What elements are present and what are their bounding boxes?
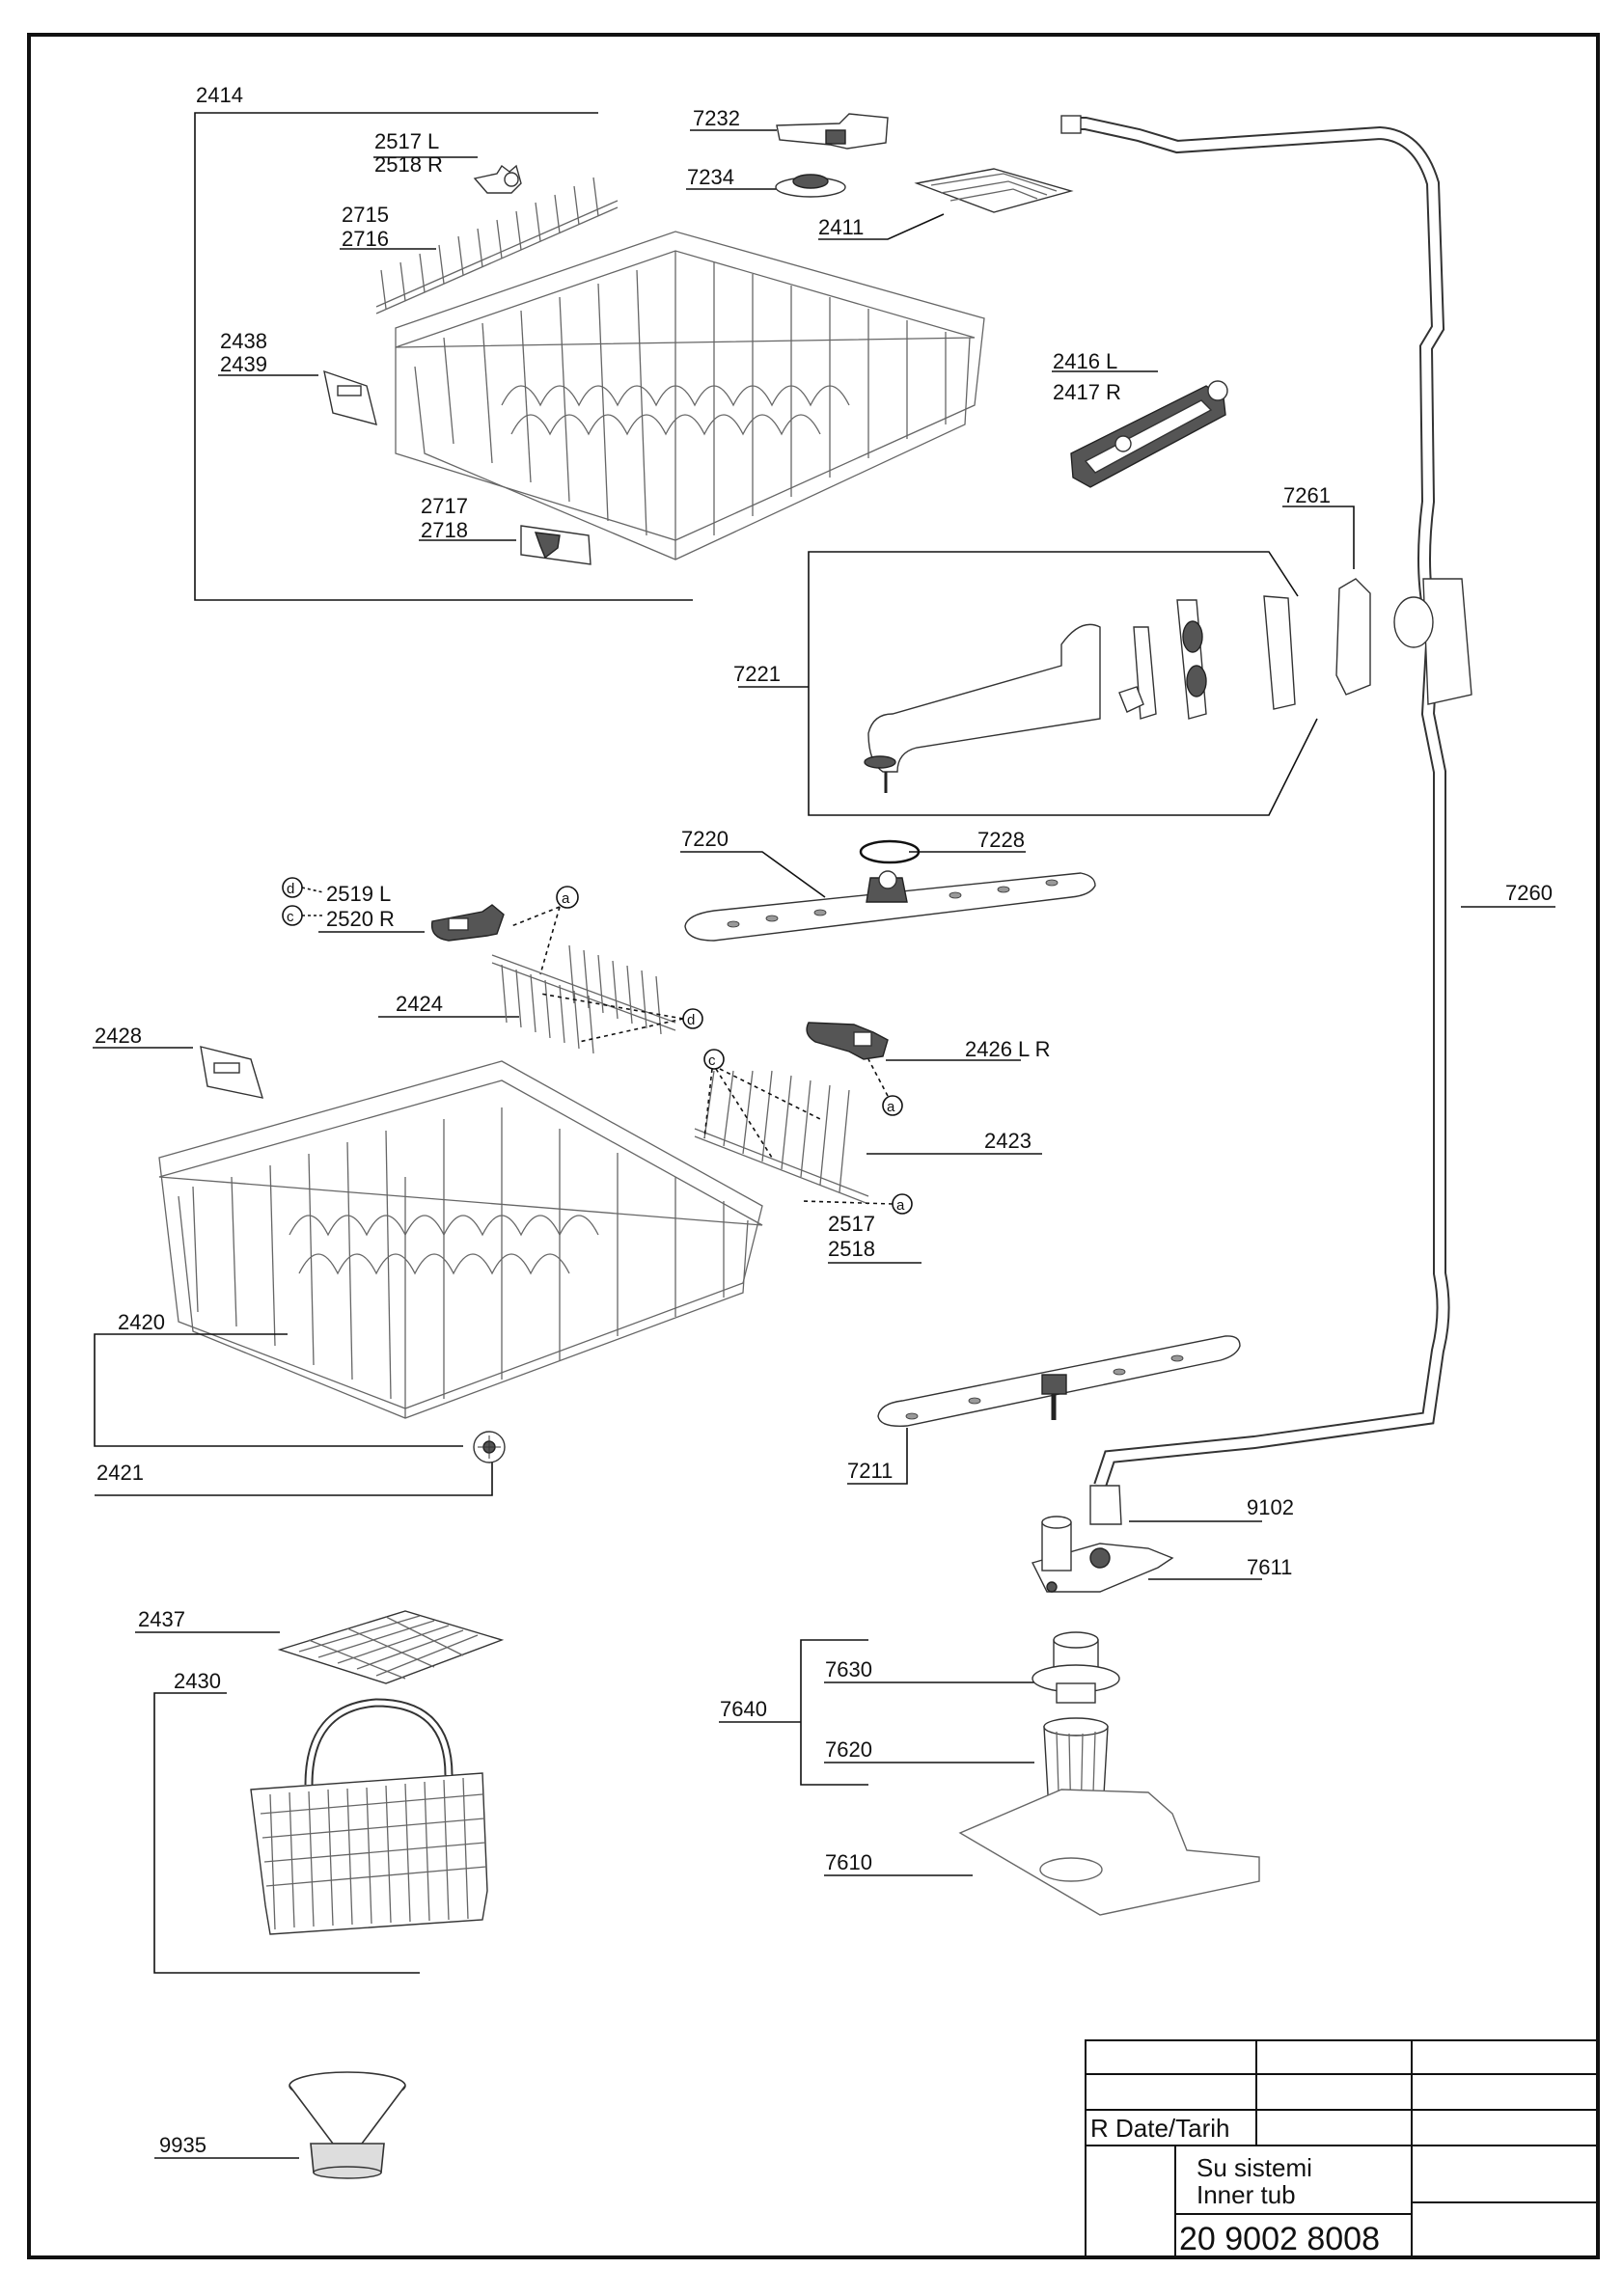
- label-2438: 2438: [220, 329, 267, 353]
- label-2426LR: 2426 L R: [965, 1037, 1050, 1061]
- tine-rack-icon: [375, 177, 619, 314]
- label-9935: 9935: [159, 2133, 206, 2157]
- label-7221: 7221: [733, 662, 781, 686]
- label-9102: 9102: [1247, 1495, 1294, 1519]
- filter-cap-icon: [1032, 1631, 1120, 1704]
- label-2439: 2439: [220, 352, 267, 376]
- label-2430: 2430: [174, 1669, 221, 1693]
- label-2411: 2411: [818, 215, 864, 239]
- label-2428: 2428: [95, 1024, 142, 1048]
- clip-icon: [473, 164, 522, 194]
- label-7228: 7228: [977, 828, 1025, 852]
- drawing-name-en: Inner tub: [1197, 2180, 1296, 2209]
- upper-spray-arm-icon: [684, 870, 1096, 942]
- label-7640: 7640: [720, 1697, 767, 1721]
- label-7611: 7611: [1247, 1555, 1292, 1579]
- revision-date-label: R Date/Tarih: [1090, 2114, 1230, 2143]
- lower-spray-arm-icon: [877, 1335, 1241, 1427]
- 7221-group: [738, 506, 1371, 816]
- marker-c-2: c: [708, 1052, 716, 1069]
- 7234-part-icon: [775, 174, 846, 198]
- label-2519L: 2519 L: [326, 882, 391, 906]
- drawing-number: 20 9002 8008: [1179, 2221, 1380, 2257]
- drawing-frame: [27, 33, 1600, 2259]
- label-7211: 7211: [847, 1459, 893, 1483]
- marker-a-3: a: [896, 1197, 905, 1214]
- filter-plate-icon: [958, 1789, 1260, 1916]
- label-2520R: 2520 R: [326, 907, 395, 931]
- rack-clip-icon: [430, 904, 505, 942]
- label-7232: 7232: [693, 106, 740, 130]
- upper-basket-icon: [395, 231, 985, 560]
- label-7234: 7234: [687, 165, 734, 189]
- label-2518R: 2518 R: [374, 152, 443, 177]
- upper-basket-group: [194, 112, 985, 601]
- main-water-pipe-icon: [1060, 115, 1472, 1489]
- 2428-handle-icon: [200, 1046, 264, 1099]
- cutlery-grid-icon: [277, 1610, 505, 1684]
- label-7610: 7610: [825, 1850, 872, 1874]
- label-2416L: 2416 L: [1053, 349, 1117, 373]
- label-2717: 2717: [421, 494, 468, 518]
- rail-adjuster-icon: [1070, 380, 1228, 488]
- label-2518: 2518: [828, 1237, 875, 1261]
- cutlery-basket-icon: [250, 1698, 488, 1935]
- rack-latch-icon: [520, 525, 591, 565]
- 2424-rack-icon: [491, 944, 676, 1054]
- label-2424: 2424: [396, 992, 443, 1016]
- marker-d-top: d: [287, 881, 294, 897]
- label-2517L: 2517 L: [374, 129, 439, 153]
- label-2517: 2517: [828, 1212, 875, 1236]
- label-2423: 2423: [984, 1129, 1032, 1153]
- label-2417R: 2417 R: [1053, 380, 1121, 404]
- label-2718: 2718: [421, 518, 468, 542]
- label-2715: 2715: [342, 203, 389, 227]
- part-labels: 2414 2517 L 2518 R 7232 7234 2411 2715 2…: [95, 83, 1553, 2157]
- label-7630: 7630: [825, 1657, 872, 1681]
- drawing-name-tr: Su sistemi: [1197, 2153, 1312, 2182]
- label-2716: 2716: [342, 227, 389, 251]
- o-ring-icon: [859, 839, 921, 864]
- tray-icon: [914, 168, 1074, 213]
- 2423-rack-icon: [694, 1070, 869, 1205]
- label-7261: 7261: [1283, 483, 1331, 507]
- label-2420: 2420: [118, 1310, 165, 1334]
- marker-c-top: c: [287, 909, 294, 925]
- 2426-clip-icon: [806, 1022, 889, 1060]
- marker-d-2: d: [687, 1012, 695, 1028]
- label-7620: 7620: [825, 1737, 872, 1762]
- title-block: R Date/Tarih Su sistemi Inner tub 20 900…: [1085, 2039, 1598, 2258]
- sump-icon: [1031, 1485, 1174, 1593]
- marker-a-2: a: [887, 1099, 895, 1115]
- label-7260: 7260: [1505, 881, 1553, 905]
- label-2414: 2414: [196, 83, 243, 107]
- rack-handle-icon: [323, 369, 377, 425]
- label-2421: 2421: [96, 1461, 144, 1485]
- marker-a-1: a: [562, 890, 570, 907]
- lower-basket-icon: [158, 1060, 763, 1419]
- label-2437: 2437: [138, 1607, 185, 1631]
- 7232-part-icon: [776, 113, 889, 150]
- salt-funnel-icon: [289, 2071, 406, 2179]
- wheel-icon: [473, 1431, 506, 1463]
- spray-pipe-icon: [864, 578, 1371, 793]
- label-7220: 7220: [681, 827, 729, 851]
